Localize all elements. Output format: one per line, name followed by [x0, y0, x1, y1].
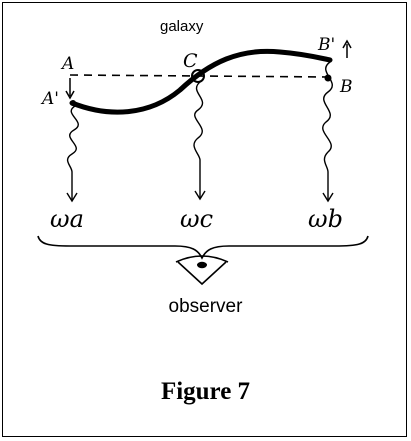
- arrowhead-path-b: [322, 192, 334, 203]
- label-omega-a: ωa: [50, 205, 84, 233]
- light-path-a: [66, 105, 79, 200]
- arrowhead-path-a: [66, 192, 78, 203]
- arrowhead-a-down: [65, 90, 75, 100]
- figure-caption: Figure 7: [160, 378, 251, 405]
- label-c: C: [183, 50, 198, 72]
- label-omega-b: ωb: [308, 205, 343, 233]
- point-b-dot: [324, 74, 332, 82]
- label-b-prime: B': [317, 35, 335, 55]
- light-path-c: [193, 81, 204, 198]
- label-a: A: [60, 54, 74, 74]
- observer-label: observer: [168, 296, 243, 317]
- galaxy-label: galaxy: [160, 18, 204, 35]
- label-omega-c: ωc: [180, 205, 213, 233]
- arrowhead-b-up: [342, 39, 352, 49]
- galaxy-curve: [69, 48, 333, 115]
- collecting-brace: [37, 235, 369, 260]
- point-a-prime-dot: [70, 100, 76, 106]
- light-path-b: [322, 61, 333, 200]
- label-a-prime: A': [40, 89, 59, 109]
- eye-icon: [175, 255, 229, 286]
- label-b: B: [339, 77, 353, 97]
- arrowhead-path-c: [194, 190, 206, 201]
- point-c-dot: [191, 69, 205, 83]
